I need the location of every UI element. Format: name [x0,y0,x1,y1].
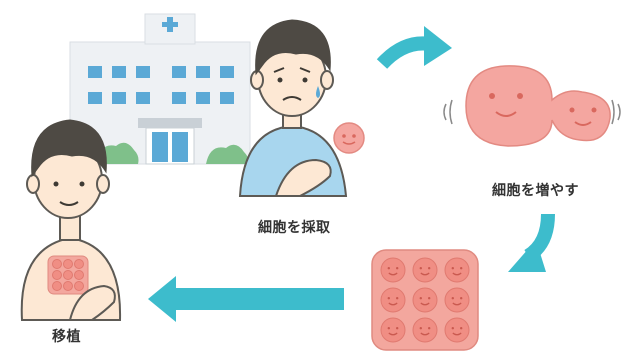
worried-patient [238,19,365,197]
sheet-cell [52,281,62,291]
label-grow: 細胞を増やす [492,183,579,199]
label-harvest: 細胞を採取 [258,220,331,236]
tray-cell [380,317,406,343]
tray-cell [380,287,406,313]
arrow-to-tray [508,213,555,272]
sheet-cell [74,259,84,269]
arrow-to-transplant [148,276,344,322]
cell-sheet-tray [371,249,479,351]
tray-cell [412,257,438,283]
recipient-patient [20,119,122,321]
label-transplant: 移植 [52,329,81,345]
tray-cell [444,257,470,283]
tray-cell [380,257,406,283]
tray-cell [412,317,438,343]
harvested-cell [333,122,365,154]
dividing-cells [443,65,621,147]
sheet-cell [52,270,62,280]
sheet-cell [52,259,62,269]
sheet-cell [74,281,84,291]
sheet-cell [74,270,84,280]
arrow-to-grow [376,26,452,69]
tray-cell [444,287,470,313]
tray-cell [412,287,438,313]
transplanted-cell-sheet [47,255,89,295]
tray-cell [444,317,470,343]
sheet-cell [63,270,73,280]
sheet-cell [63,281,73,291]
sheet-cell [63,259,73,269]
